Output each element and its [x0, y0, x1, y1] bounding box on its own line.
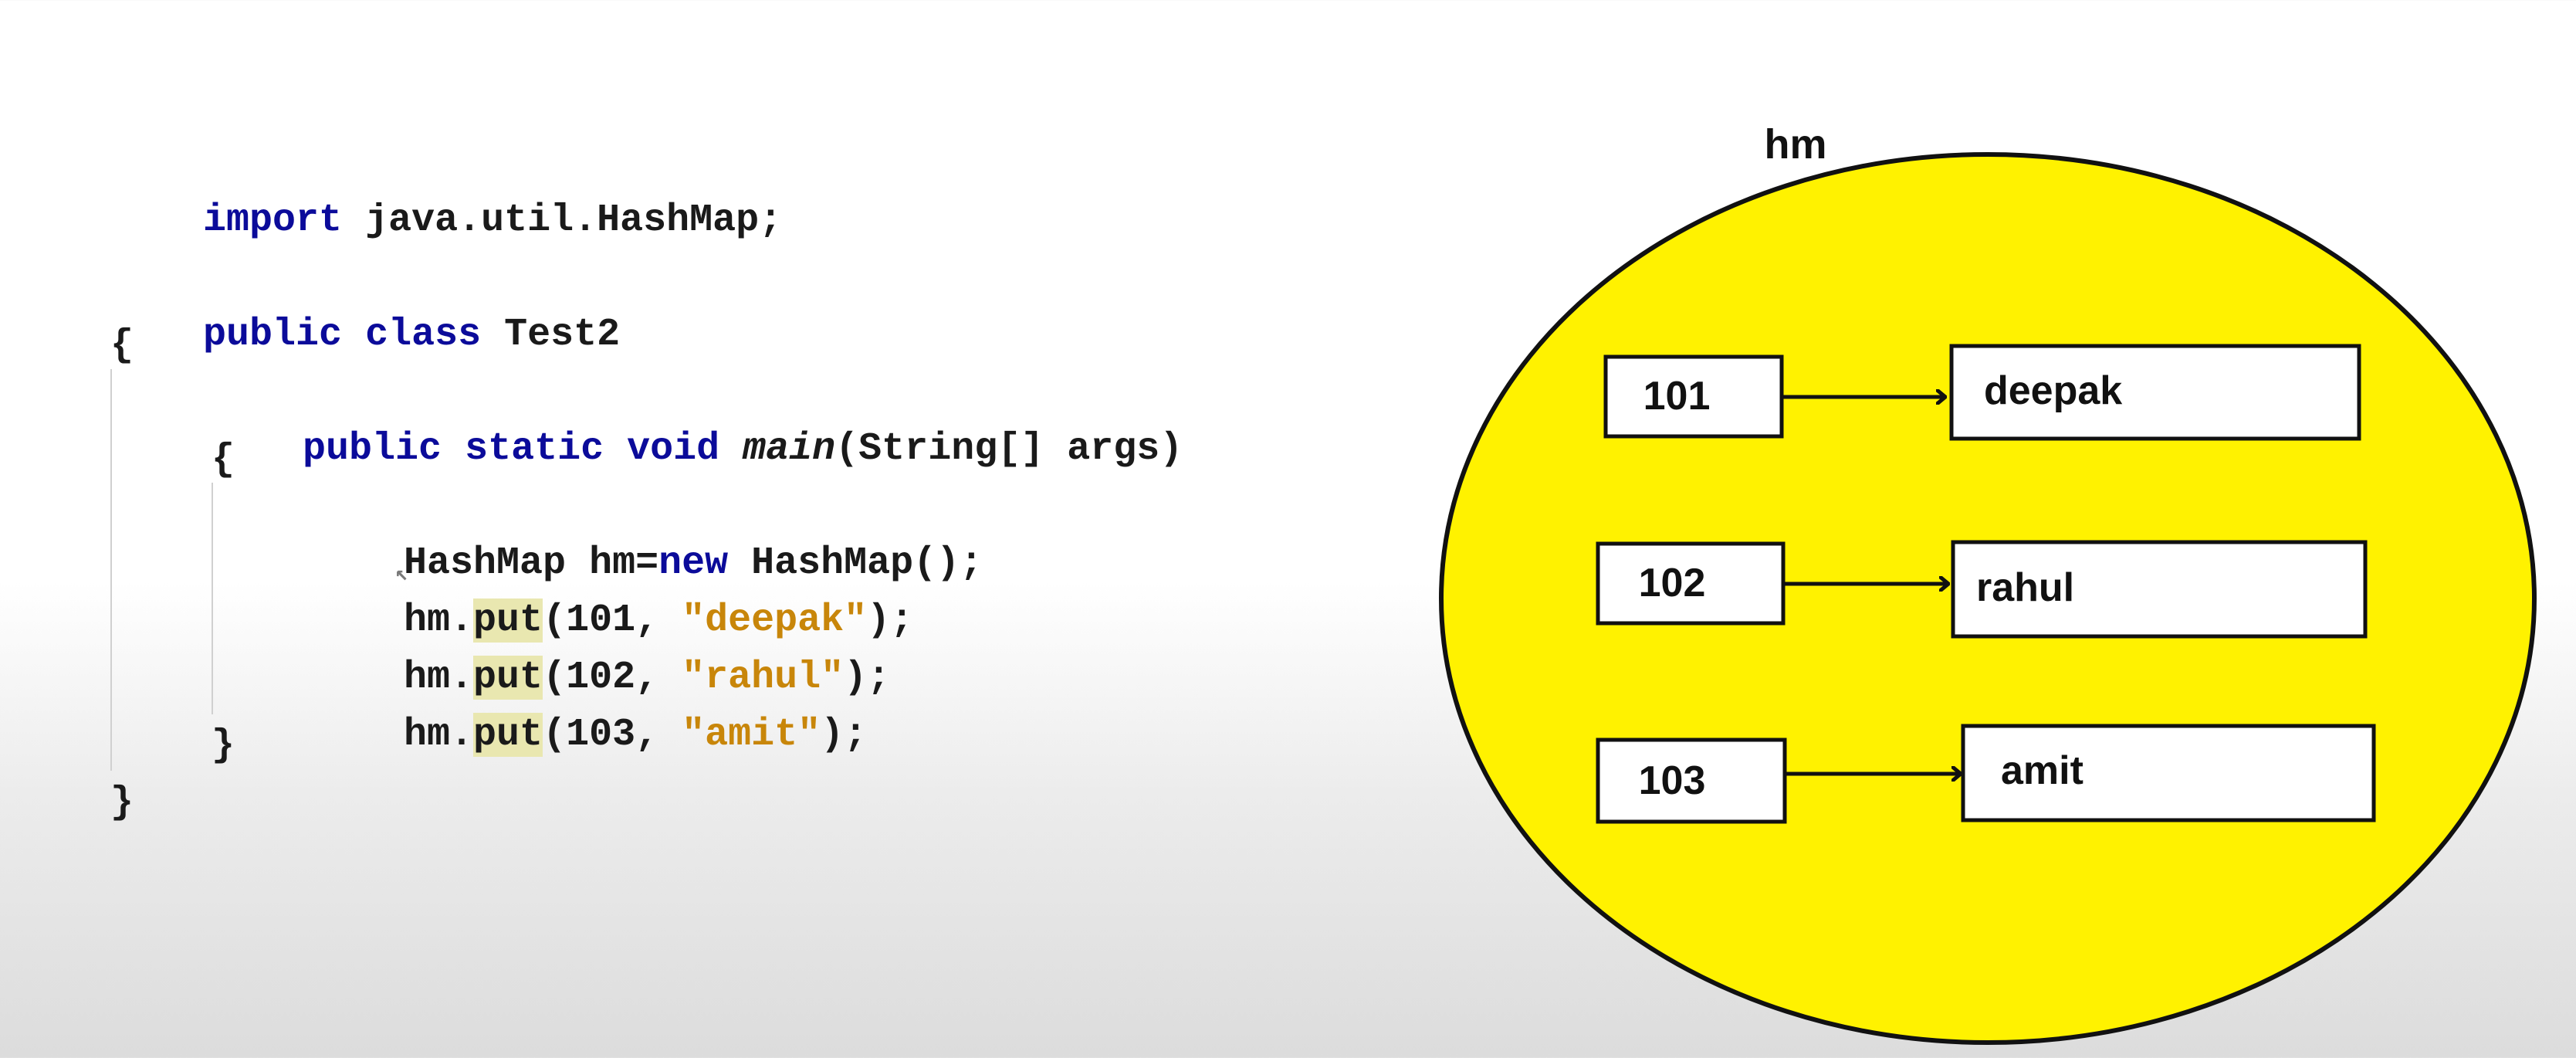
- keyword-public: public: [203, 313, 343, 357]
- entry-103: 103 amit: [1596, 724, 2376, 824]
- code-line-main: public static void main(String[] args): [210, 380, 1183, 519]
- value-box: [1961, 724, 2376, 822]
- put-args-post: );: [821, 713, 868, 757]
- code-panel: import java.util.HashMap; public class T…: [110, 151, 1183, 825]
- hashmap-label: hm: [1765, 121, 1827, 168]
- hashmap-diagram-svg: hm 101 deepak 102 rahul 103 amit: [1439, 121, 2537, 1045]
- keyword-import: import: [203, 198, 343, 242]
- value-box: [1951, 540, 2368, 639]
- put-method: put: [473, 599, 543, 643]
- put-args-pre: (102,: [543, 656, 682, 700]
- mouse-cursor-icon: ↖: [395, 563, 408, 587]
- code-line-hashmap-decl: HashMap hm=new HashMap();: [311, 494, 983, 633]
- main-params: (String[] args): [835, 427, 1183, 471]
- keyword-void: void: [604, 427, 720, 471]
- put-args-pre: (101,: [543, 599, 682, 643]
- value-text: deepak: [1984, 368, 2122, 413]
- indent-guide-inner: [212, 483, 213, 714]
- value-text: amit: [2001, 748, 2083, 793]
- decl-prefix: HashMap hm=: [404, 541, 659, 585]
- decl-suffix: HashMap();: [728, 541, 983, 585]
- code-line-put-3: hm.put(103, "amit");: [311, 666, 867, 805]
- put-string: "amit": [682, 713, 821, 757]
- method-main: main: [719, 427, 836, 471]
- code-line-put-1: hm.put(101, "deepak");: [311, 551, 913, 690]
- entry-102: 102 rahul: [1596, 540, 2368, 639]
- code-line-close-brace-main: }: [212, 724, 235, 768]
- keyword-class: class: [342, 313, 482, 357]
- key-box: [1596, 541, 1786, 626]
- key-text: 101: [1643, 374, 1711, 419]
- put-object: hm.: [404, 713, 474, 757]
- value-box: [1949, 344, 2361, 441]
- key-text: 102: [1639, 561, 1706, 605]
- entry-101: 101 deepak: [1603, 344, 2361, 441]
- put-args-pre: (103,: [543, 713, 682, 757]
- value-text: rahul: [1976, 565, 2074, 610]
- code-line-open-brace-main: {: [212, 438, 235, 482]
- put-method: put: [473, 656, 543, 700]
- class-name: Test2: [481, 313, 621, 357]
- put-object: hm.: [404, 656, 474, 700]
- code-line-close-brace-class: }: [110, 781, 134, 825]
- hashmap-diagram: hm 101 deepak 102 rahul 103 amit: [1420, 116, 2547, 1058]
- keyword-new: new: [658, 541, 729, 585]
- keyword-static: static: [442, 427, 604, 471]
- code-line-import: import java.util.HashMap;: [110, 151, 782, 290]
- code-line-open-brace-class: {: [110, 324, 134, 368]
- put-string: "rahul": [682, 656, 845, 700]
- put-method: put: [473, 713, 543, 757]
- put-args-post: );: [844, 656, 891, 700]
- code-line-put-2: hm.put(102, "rahul");: [311, 609, 890, 748]
- put-args-post: );: [867, 599, 914, 643]
- indent-guide-outer: [110, 369, 112, 771]
- put-string: "deepak": [682, 599, 868, 643]
- key-text: 103: [1639, 758, 1706, 803]
- put-object: hm.: [404, 599, 474, 643]
- keyword-public: public: [303, 427, 442, 471]
- import-target: java.util.HashMap;: [342, 198, 783, 242]
- key-box: [1603, 354, 1784, 439]
- code-line-class: public class Test2: [110, 266, 620, 405]
- key-box: [1596, 738, 1787, 824]
